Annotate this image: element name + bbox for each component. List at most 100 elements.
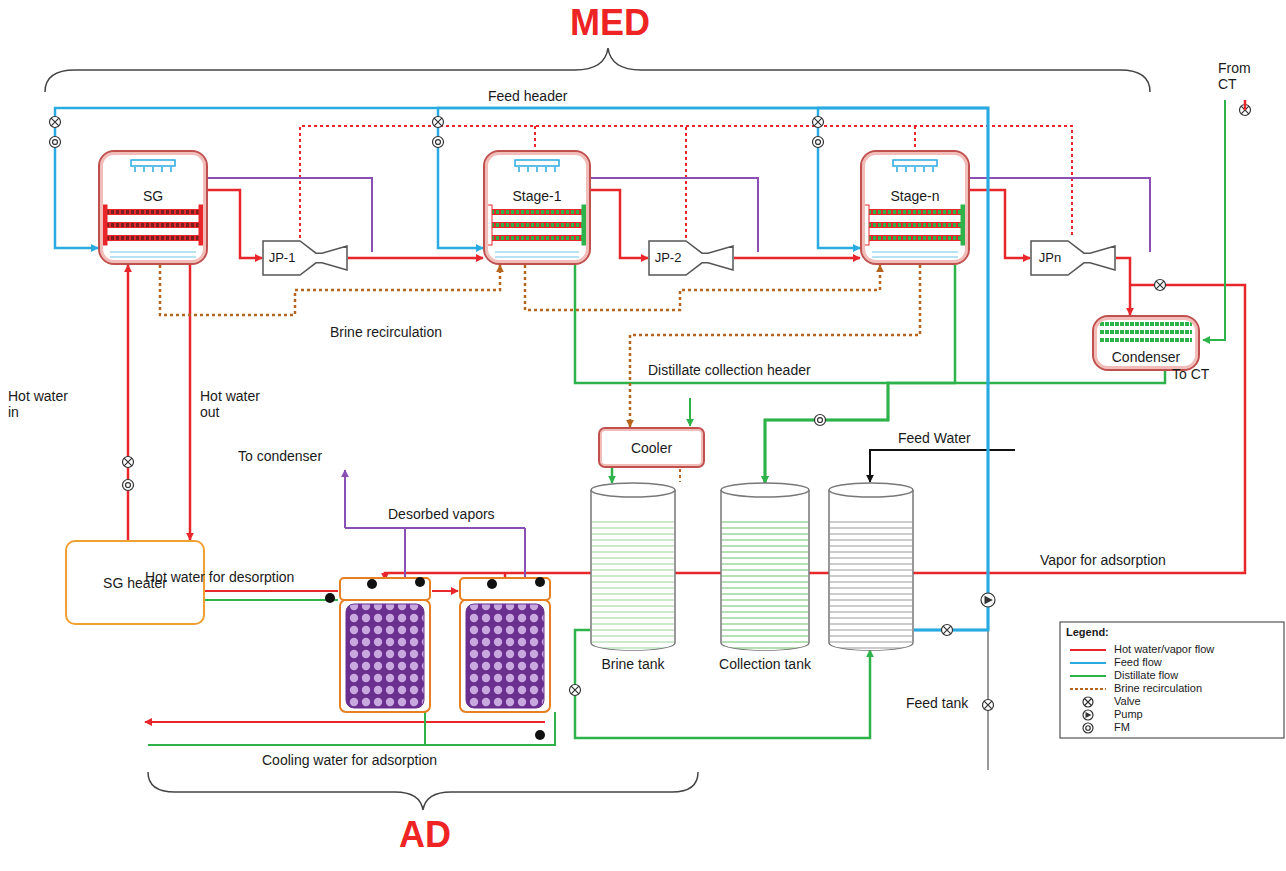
flow-connector: [765, 371, 1165, 483]
legend-label: Distillate flow: [1114, 669, 1178, 682]
brine-line: [679, 469, 681, 482]
brine-tank: Brine tank: [590, 483, 676, 650]
flow-connector: [611, 468, 614, 483]
valve-symbol: [570, 685, 581, 696]
collection-tank: Collection tank: [720, 483, 810, 650]
node-label: SG: [143, 188, 163, 204]
flow-label: Cooling water for adsorption: [262, 752, 437, 768]
node-label: JPn: [1034, 250, 1066, 266]
tank-outline: [828, 483, 914, 650]
fm-symbol: [813, 137, 824, 148]
vapor-line: [385, 285, 1245, 580]
valve-symbol: [1083, 697, 1093, 707]
valve-symbol: [1155, 280, 1166, 291]
flow-label: Hot water out: [200, 388, 270, 420]
adsorption-bed: [340, 578, 430, 712]
flow-label: Brine recirculation: [330, 324, 442, 340]
legend-item: Hot water/vapor flow: [1068, 643, 1214, 656]
steam-generator: SG: [98, 150, 208, 265]
flow-label: Vapor for adsorption: [1040, 552, 1166, 568]
cooler-line: [689, 398, 691, 426]
fm-symbol: [123, 480, 134, 491]
legend-title: Legend:: [1066, 626, 1109, 639]
flow-connector: [575, 265, 888, 483]
node-label: Cooler: [631, 440, 672, 456]
legend-sample: [1068, 722, 1108, 734]
adsorption-bed: [460, 578, 550, 712]
evaporator-stage: Stage-n: [860, 150, 970, 265]
flow-connector: [970, 190, 1030, 258]
valve-symbol: [813, 117, 824, 128]
motive-line: [300, 126, 1072, 238]
legend-sample: [1068, 683, 1108, 695]
desorbed-line: [344, 470, 346, 528]
valve-symbol: [942, 625, 953, 636]
section-title: AD: [360, 814, 490, 856]
fm-symbol: [815, 415, 826, 426]
legend-label: FM: [1114, 721, 1130, 734]
valve-symbol: [123, 457, 134, 468]
ct-line: [1203, 100, 1225, 340]
flow-connector: [348, 257, 483, 260]
condenser: Condenser: [1092, 315, 1200, 371]
legend-label: Brine recirculation: [1114, 682, 1202, 695]
tank-outline: [590, 483, 676, 650]
legend-label: Feed flow: [1114, 656, 1162, 669]
valve-symbol: [983, 700, 994, 711]
hot-water-line: [145, 721, 545, 723]
legend-label: Hot water/vapor flow: [1114, 643, 1214, 656]
valve-symbol: [433, 117, 444, 128]
flow-connector: [1116, 258, 1130, 315]
fm-symbol: [1083, 723, 1093, 733]
node-label: Condenser: [1112, 349, 1181, 365]
flow-label: Desorbed vapors: [388, 506, 495, 522]
node-label: JP-1: [266, 250, 298, 266]
legend-item: Pump: [1068, 708, 1143, 721]
vapor-line: [1244, 100, 1247, 110]
node-label: Stage-1: [512, 188, 561, 204]
flow-connector: [160, 265, 500, 315]
flow-label: To CT: [1172, 366, 1209, 382]
cooling-line: [148, 712, 555, 745]
flow-connector: [630, 265, 920, 427]
section-title: MED: [540, 2, 680, 44]
flow-connector: [734, 257, 860, 260]
vessel-internals: [486, 160, 588, 257]
legend-item: Feed flow: [1068, 656, 1162, 669]
pump-symbol: [1083, 710, 1093, 720]
flow-connector: [591, 190, 648, 258]
legend-item: Brine recirculation: [1068, 682, 1202, 695]
valve-dot: [325, 577, 545, 740]
evaporator-stage: Stage-1: [483, 150, 591, 265]
node-label: JP-2: [652, 250, 684, 266]
flow-connector: [127, 265, 130, 540]
legend-sample: [1068, 696, 1108, 708]
legend-label: Valve: [1114, 695, 1141, 708]
valve-symbol: [50, 117, 61, 128]
pipe-label: Feed header: [488, 88, 567, 104]
vessel-internals: [863, 160, 967, 257]
flow-label: To condenser: [238, 448, 322, 464]
ejector: JP-1: [262, 238, 348, 278]
ejector: JP-2: [648, 238, 734, 278]
feedwater-line: [870, 450, 1015, 482]
legend-item: Valve: [1068, 695, 1141, 708]
ad-brace: [148, 772, 698, 810]
node-label: Feed tank: [906, 695, 968, 711]
flow-label: Feed Water: [898, 430, 971, 446]
vessel-internals: [101, 160, 205, 257]
node-label: Stage-n: [890, 188, 939, 204]
legend-sample: [1068, 657, 1108, 669]
node-label: Brine tank: [601, 656, 664, 672]
fm-symbol: [433, 137, 444, 148]
legend-box: [1060, 622, 1284, 738]
flow-connector: [525, 265, 880, 310]
legend-sample: [1068, 644, 1108, 656]
node-label: Collection tank: [719, 656, 811, 672]
flow-label: From CT: [1218, 60, 1266, 92]
fm-symbol: [50, 137, 61, 148]
ejector: JPn: [1030, 238, 1116, 278]
pipe-label: Distillate collection header: [648, 362, 811, 378]
med-brace: [45, 48, 1150, 92]
